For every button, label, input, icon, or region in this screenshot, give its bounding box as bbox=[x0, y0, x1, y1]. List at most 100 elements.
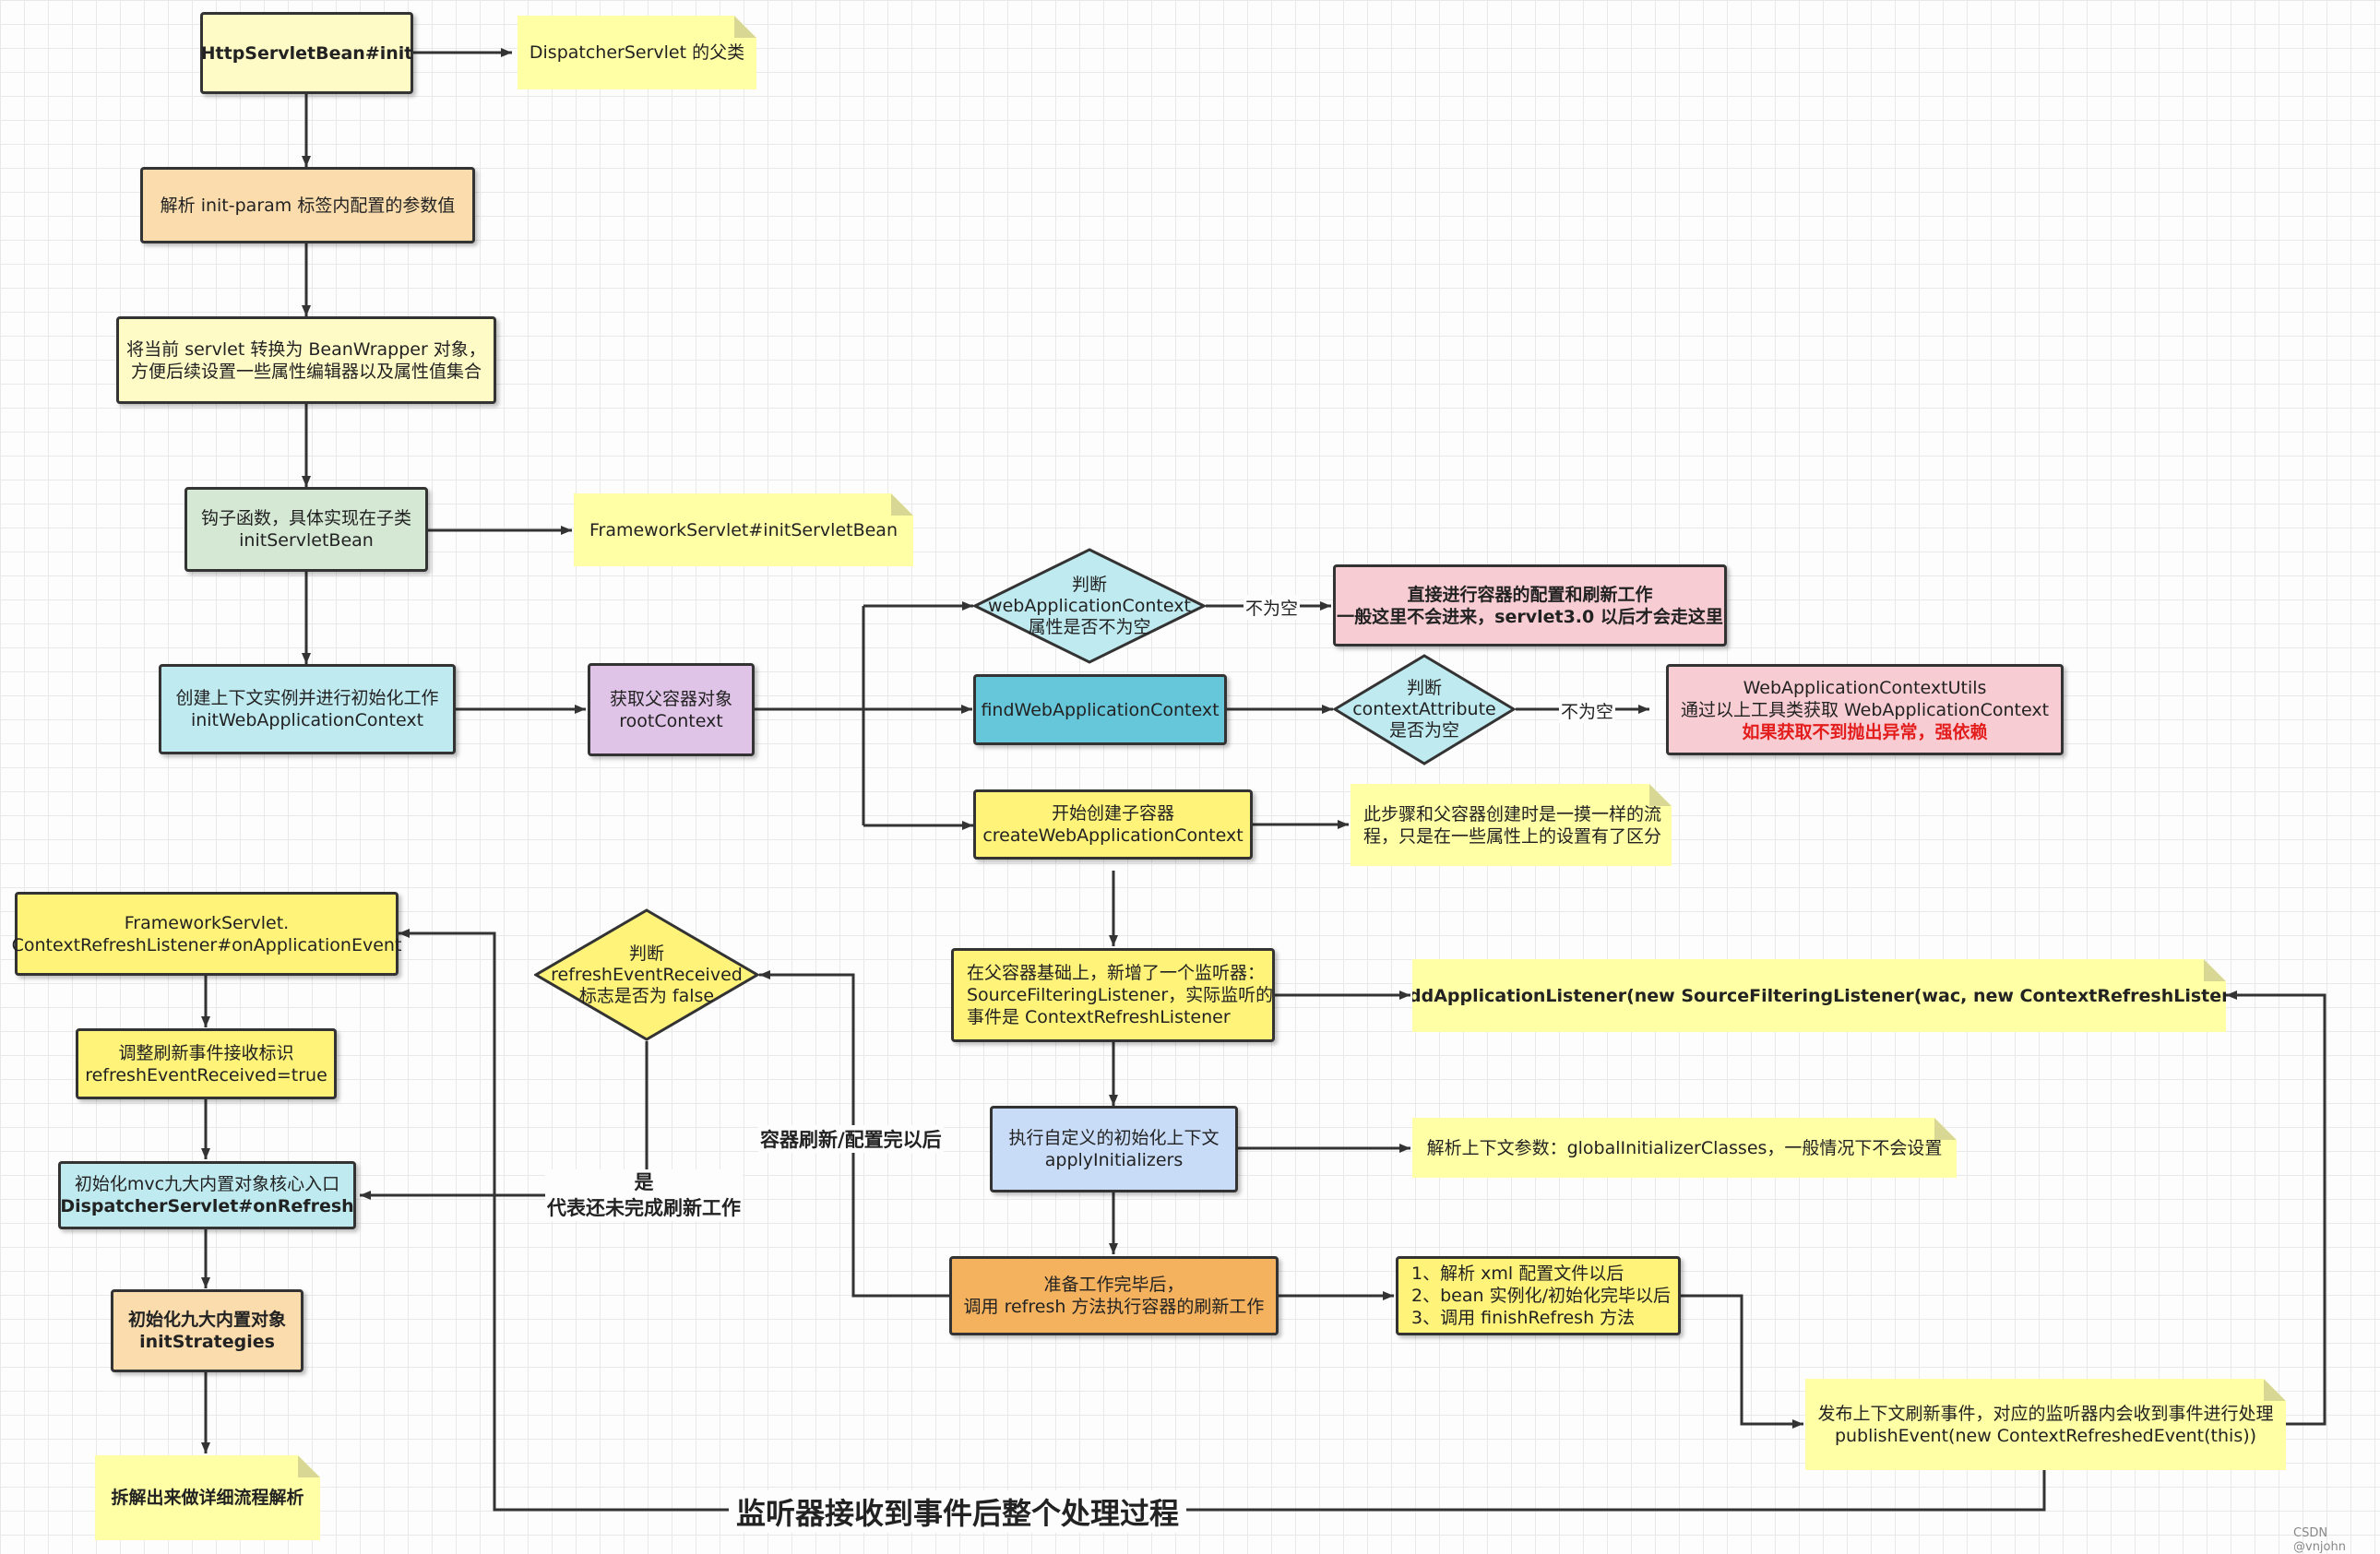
edge-publish-to-listener-note bbox=[2226, 991, 2326, 1426]
text-line: 不为空 bbox=[1561, 702, 1614, 722]
text-line: 判断 bbox=[628, 943, 664, 964]
edge-listener-loop bbox=[399, 929, 2046, 1512]
text-line: createWebApplicationContext bbox=[982, 825, 1244, 846]
diamond-shape bbox=[973, 548, 1206, 664]
text-line: 标志是否为 false bbox=[578, 985, 715, 1006]
httpservletbean-init-node[interactable]: HttpServletBean#init bbox=[200, 12, 413, 94]
text-line: 拆解出来做详细流程解析 bbox=[111, 1488, 304, 1508]
text-line: initServletBean bbox=[239, 530, 374, 551]
text-line: 在父容器基础上，新增了一个监听器： bbox=[967, 963, 1266, 983]
text-line: 容器刷新/配置完以后 bbox=[760, 1129, 942, 1151]
text-line: 准备工作完毕后， bbox=[1043, 1275, 1184, 1295]
text-line: 一般这里不会进来，servlet3.0 以后才会走这里 bbox=[1337, 606, 1723, 627]
text-line: FrameworkServlet. bbox=[124, 912, 290, 933]
text-line: 钩子函数，具体实现在子类 bbox=[200, 508, 411, 528]
text-line: 调整刷新事件接收标识 bbox=[118, 1042, 294, 1063]
on-refresh-line-2: DispatcherServlet#onRefresh bbox=[60, 1196, 354, 1216]
not-null-label-2: 不为空 bbox=[1559, 698, 1616, 723]
dispatcher-parent-note: DispatcherServlet 的父类 bbox=[518, 16, 756, 89]
text-line: HttpServletBean#init bbox=[200, 42, 413, 64]
global-initializer-note: 解析上下文参数：globalInitializerClasses，一般情况下不会… bbox=[1412, 1118, 1957, 1178]
text-line: 直接进行容器的配置和刷新工作 bbox=[1407, 584, 1653, 605]
watermark: CSDN @vnjohn bbox=[2293, 1526, 2346, 1554]
diagram-bottom-title: 监听器接收到事件后整个处理过程 bbox=[729, 1490, 1187, 1533]
on-refresh-node[interactable]: 初始化mvc九大内置对象核心入口 DispatcherServlet#onRef… bbox=[58, 1161, 356, 1229]
text-line: 不为空 bbox=[1245, 599, 1299, 619]
text-line: 此步骤和父容器创建时是一摸一样的流 bbox=[1363, 803, 1662, 824]
refresh-step-node[interactable]: 准备工作完毕后，调用 refresh 方法执行容器的刷新工作 bbox=[949, 1256, 1279, 1335]
text-line: 创建上下文实例并进行初始化工作 bbox=[175, 688, 439, 708]
after-refresh-label: 容器刷新/配置完以后 bbox=[758, 1125, 944, 1153]
text-line: rootContext bbox=[619, 710, 723, 731]
utils-alert-line: 如果获取不到抛出异常，强依赖 bbox=[1742, 721, 1988, 742]
text-line: initStrategies bbox=[139, 1332, 275, 1352]
text-line: 判断 bbox=[1406, 678, 1442, 698]
utils-line-2: 通过以上工具类获取 WebApplicationContext bbox=[1680, 699, 2050, 720]
text-line: 开始创建子容器 bbox=[1051, 803, 1174, 824]
on-refresh-line-1: 初始化mvc九大内置对象核心入口 bbox=[74, 1174, 340, 1194]
text-line: 执行自定义的初始化上下文 bbox=[1008, 1128, 1220, 1148]
not-null-label-1: 不为空 bbox=[1244, 595, 1301, 620]
yes-not-finished-label: 是代表还未完成刷新工作 bbox=[545, 1169, 743, 1221]
text-line: webApplicationContext bbox=[988, 595, 1191, 616]
text-line: refreshEventReceived=true bbox=[85, 1064, 327, 1085]
add-listener-step-node[interactable]: 在父容器基础上，新增了一个监听器：SourceFilteringListener… bbox=[951, 948, 1275, 1042]
edge-details-to-publish bbox=[1681, 1294, 1803, 1429]
text-line: applyInitializers bbox=[1044, 1150, 1184, 1170]
text-line: 解析上下文参数：globalInitializerClasses，一般情况下不会… bbox=[1426, 1137, 1943, 1158]
same-flow-note: 此步骤和父容器创建时是一摸一样的流程，只是在一些属性上的设置有了区分 bbox=[1351, 784, 1672, 866]
text-line: 属性是否不为空 bbox=[1028, 616, 1151, 637]
diamond-shape bbox=[1333, 654, 1516, 765]
text-line: 调用 refresh 方法执行容器的刷新工作 bbox=[963, 1297, 1265, 1317]
text-line: initWebApplicationContext bbox=[190, 710, 424, 730]
add-listener-code-note: wac.addApplicationListener(new SourceFil… bbox=[1412, 959, 2226, 1032]
text-line: wac.addApplicationListener(new SourceFil… bbox=[1351, 985, 2287, 1006]
text-line: 方便后续设置一些属性编辑器以及属性值集合 bbox=[130, 361, 482, 382]
parse-init-param-node[interactable]: 解析 init-param 标签内配置的参数值 bbox=[140, 167, 475, 243]
web-app-context-utils-node[interactable]: WebApplicationContextUtils 通过以上工具类获取 Web… bbox=[1666, 664, 2064, 755]
text-line: 初始化九大内置对象 bbox=[127, 1310, 286, 1330]
text-line: 3、调用 finishRefresh 方法 bbox=[1411, 1308, 1636, 1328]
framework-init-servlet-bean-note: FrameworkServlet#initServletBean bbox=[574, 493, 913, 566]
text-line: 获取父容器对象 bbox=[609, 688, 732, 709]
bean-wrapper-node[interactable]: 将当前 servlet 转换为 BeanWrapper 对象，方便后续设置一些属… bbox=[116, 316, 496, 404]
text-line: 判断 bbox=[1071, 574, 1107, 595]
text-line: 是 bbox=[634, 1171, 654, 1193]
on-application-event-node[interactable]: FrameworkServlet.ContextRefreshListener#… bbox=[11, 892, 402, 976]
text-line: 解析 init-param 标签内配置的参数值 bbox=[160, 195, 456, 216]
diamond-shape bbox=[534, 908, 759, 1041]
text-line: 1、解析 xml 配置文件以后 bbox=[1411, 1263, 1624, 1284]
text-line: refreshEventReceived bbox=[551, 964, 743, 985]
direct-config-refresh-node[interactable]: 直接进行容器的配置和刷新工作一般这里不会进来，servlet3.0 以后才会走这… bbox=[1333, 564, 1727, 647]
text-line: DispatcherServlet 的父类 bbox=[529, 42, 745, 63]
text-line: 事件是 ContextRefreshListener bbox=[967, 1007, 1231, 1027]
text-line: publishEvent(new ContextRefreshedEvent(t… bbox=[1834, 1425, 2257, 1446]
utils-line-1: WebApplicationContextUtils bbox=[1743, 677, 1987, 698]
find-web-app-context-node[interactable]: findWebApplicationContext bbox=[973, 674, 1227, 745]
text-line: 代表还未完成刷新工作 bbox=[547, 1197, 741, 1219]
text-line: 发布上下文刷新事件，对应的监听器内会收到事件进行处理 bbox=[1817, 1403, 2274, 1424]
text-line: 将当前 servlet 转换为 BeanWrapper 对象， bbox=[126, 338, 486, 360]
text-line: SourceFilteringListener，实际监听的 bbox=[967, 985, 1274, 1005]
text-line: ContextRefreshListener#onApplicationEven… bbox=[11, 934, 402, 955]
text-line: findWebApplicationContext bbox=[981, 699, 1220, 720]
text-line: 2、bean 实例化/初始化完毕以后 bbox=[1411, 1286, 1671, 1306]
text-line: contextAttribute bbox=[1352, 699, 1496, 719]
text-line: FrameworkServlet#initServletBean bbox=[589, 519, 898, 540]
split-detail-note: 拆解出来做详细流程解析 bbox=[95, 1455, 320, 1540]
